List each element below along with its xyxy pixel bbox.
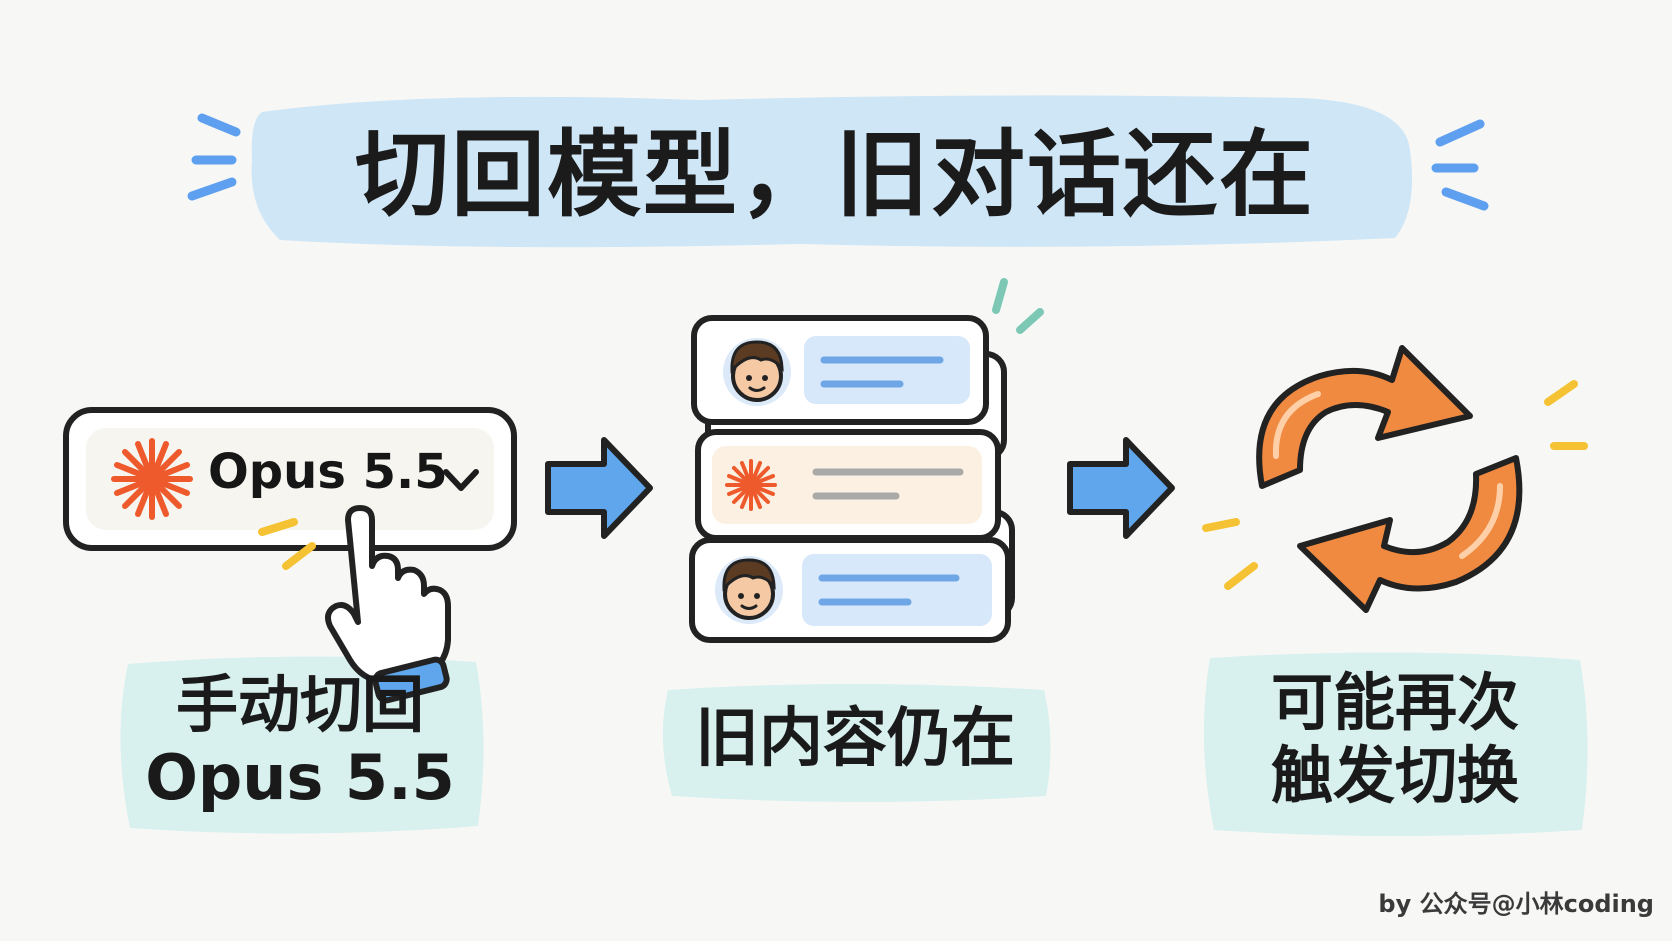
stack-sparks bbox=[992, 278, 1044, 334]
chevron-down-icon[interactable] bbox=[443, 469, 479, 491]
step-caption-line: 可能再次 bbox=[1270, 665, 1519, 739]
chat-message-assistant bbox=[695, 429, 1001, 541]
author-credit: by 公众号@小林coding bbox=[1378, 890, 1654, 918]
claude-burst-icon bbox=[725, 459, 777, 511]
chat-stack bbox=[689, 315, 1015, 643]
title-banner: 切回模型，旧对话还在 bbox=[265, 88, 1405, 246]
caption-highlight-3 bbox=[1203, 652, 1588, 836]
caption-highlight-2 bbox=[662, 684, 1051, 802]
user-avatar-icon bbox=[723, 338, 791, 406]
step-caption-line: Opus 5.5 bbox=[145, 741, 455, 814]
title-highlight bbox=[251, 95, 1413, 248]
arrow-right-icon bbox=[1067, 437, 1175, 539]
user-avatar-icon bbox=[715, 556, 783, 624]
chat-message-user bbox=[689, 537, 1011, 643]
step-caption-2: 旧内容仍在 bbox=[660, 680, 1050, 800]
arrow-right-icon bbox=[545, 437, 653, 539]
claude-burst-icon bbox=[111, 438, 193, 520]
step-caption-line: 手动切回 bbox=[175, 667, 424, 741]
click-sparks bbox=[258, 518, 316, 570]
step-caption-3: 可能再次 触发切换 bbox=[1205, 648, 1585, 830]
page-title: 切回模型，旧对话还在 bbox=[354, 121, 1315, 230]
model-selector-dropdown[interactable] bbox=[63, 407, 517, 551]
model-selector-label[interactable]: Opus 5.5 bbox=[208, 444, 448, 500]
refresh-cycle-icon bbox=[1256, 345, 1523, 613]
title-dashes-left bbox=[187, 113, 241, 201]
step-caption-line: 触发切换 bbox=[1270, 739, 1519, 812]
pointer-hand-icon bbox=[325, 505, 451, 704]
refresh-sparks bbox=[1202, 380, 1588, 590]
step-caption-1: 手动切回 Opus 5.5 bbox=[120, 652, 480, 830]
title-dashes-right bbox=[1431, 119, 1489, 211]
chat-message-user bbox=[691, 315, 989, 425]
step-caption-line: 旧内容仍在 bbox=[695, 702, 1015, 777]
